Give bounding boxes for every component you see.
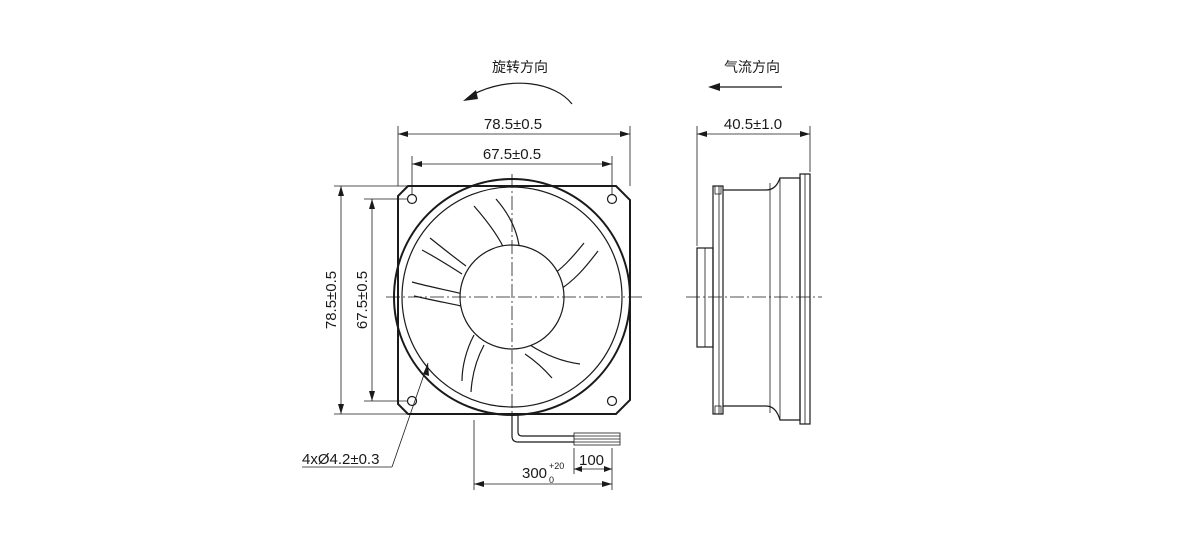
dim-hole-pitch-horizontal	[411, 156, 613, 195]
lead-wire	[511, 414, 574, 443]
dim-strip-length-label: 100	[579, 452, 604, 469]
dim-frame-height	[334, 185, 408, 415]
dim-lead-tol-upper: +20	[549, 461, 564, 471]
mounting-hole-tl	[406, 193, 418, 205]
dim-mounting-hole-label: 4xØ4.2±0.3	[302, 451, 379, 468]
dim-hole-pitch-horizontal-label: 67.5±0.5	[483, 146, 541, 163]
dim-strip-length	[573, 448, 612, 474]
dim-lead-length-label: 300	[522, 465, 547, 482]
front-view	[386, 174, 642, 446]
dim-lead-tol-lower: 0	[549, 475, 554, 485]
mounting-hole-tr	[606, 193, 618, 205]
mounting-hole-br	[606, 395, 618, 407]
dim-mounting-hole-leader	[302, 362, 429, 468]
dim-fan-depth-label: 40.5±1.0	[724, 116, 782, 133]
dim-frame-width-label: 78.5±0.5	[484, 116, 542, 133]
dim-fan-depth	[696, 126, 811, 246]
side-inlet-flange	[712, 185, 724, 415]
airflow-direction-label: 气流方向	[724, 60, 780, 76]
airflow-arrow	[708, 83, 782, 91]
dim-frame-height-label: 78.5±0.5	[323, 271, 340, 329]
dim-frame-width	[397, 126, 631, 186]
side-body	[723, 177, 801, 421]
rotation-direction-label: 旋转方向	[492, 60, 548, 76]
dim-hole-pitch-vertical-label: 67.5±0.5	[354, 271, 371, 329]
rotation-arrow	[463, 82, 573, 105]
side-view	[686, 173, 822, 425]
dim-hole-pitch-vertical	[364, 198, 408, 402]
